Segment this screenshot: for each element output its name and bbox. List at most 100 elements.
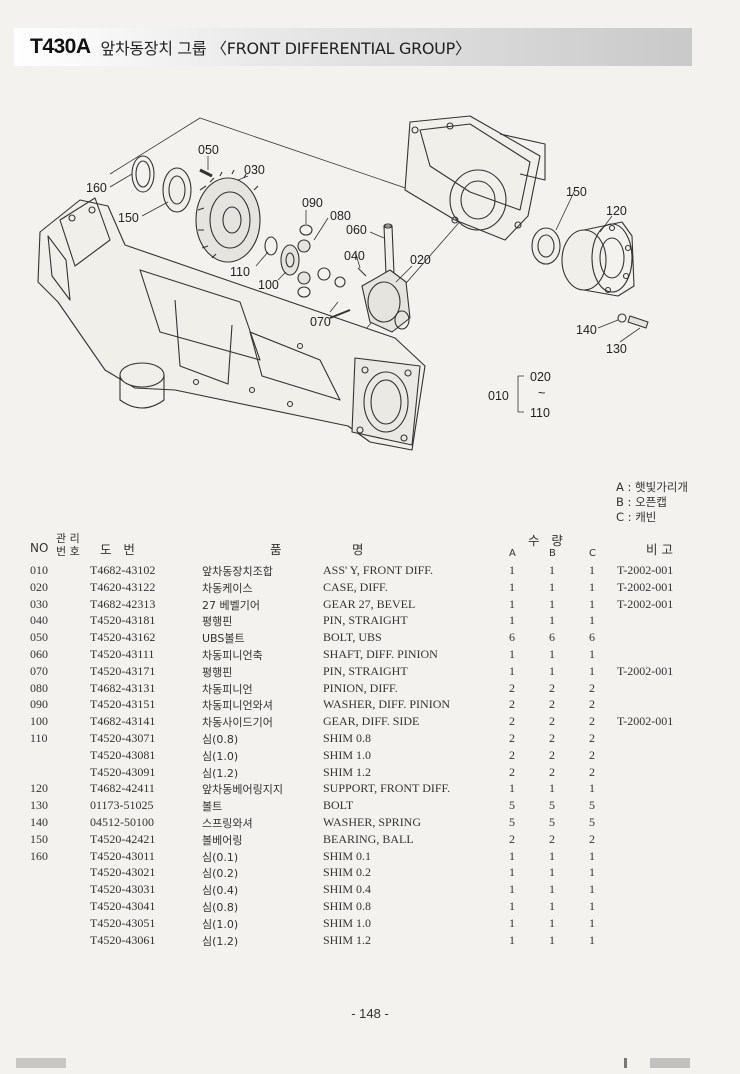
part-name-korean: 차동케이스	[202, 581, 253, 595]
exploded-parts-diagram: 050 030 160 150 090 080 060 040 020 110 …	[37, 115, 649, 451]
part-number: T4520-42421	[90, 831, 156, 846]
callout-070: 070	[310, 315, 331, 329]
header-mgmt-bottom: 번 호	[56, 545, 80, 558]
qty-b: 1	[549, 663, 555, 678]
row-no: 100	[30, 714, 48, 729]
part-name-english: WASHER, DIFF. PINION	[323, 697, 451, 712]
qty-a: 5	[509, 814, 515, 829]
qty-b: 2	[549, 680, 555, 695]
qty-a: 6	[509, 630, 515, 645]
qty-c: 1	[589, 613, 595, 628]
qty-b: 1	[549, 898, 555, 913]
callout-150-left: 150	[118, 211, 139, 225]
part-name-english: SUPPORT, FRONT DIFF.	[323, 781, 451, 796]
remarks: T-2002-001	[617, 714, 674, 729]
header-qty: 수 량	[528, 533, 563, 548]
header-no: NO	[30, 541, 49, 555]
part-number: T4520-43031	[90, 882, 156, 897]
part-number: T4620-43122	[90, 579, 156, 594]
axle-housing	[37, 197, 426, 451]
part-number: T4520-43061	[90, 932, 156, 947]
group-to: 110	[530, 406, 550, 420]
part-number: T4682-42411	[90, 781, 155, 796]
qty-a: 1	[509, 915, 515, 930]
qty-b: 1	[549, 915, 555, 930]
qty-b: 1	[549, 563, 555, 577]
group-from: 020	[530, 370, 551, 384]
part-number: T4520-43091	[90, 764, 156, 779]
qty-a: 2	[509, 764, 515, 779]
row-no: 150	[30, 831, 48, 846]
qty-b: 2	[549, 697, 555, 712]
qty-b: 6	[549, 630, 555, 645]
part-number: T4520-43171	[90, 663, 156, 678]
qty-a: 2	[509, 730, 515, 745]
qty-a: 1	[509, 848, 515, 863]
row-no: 030	[30, 596, 48, 611]
qty-a: 1	[509, 932, 515, 947]
part-number: 04512-50100	[90, 814, 154, 829]
part-name-korean: 스프링와셔	[202, 816, 253, 830]
part-number: T4682-43131	[90, 680, 156, 695]
qty-c: 1	[589, 898, 595, 913]
part-name-english: BOLT	[323, 798, 354, 813]
header-remarks: 비 고	[646, 542, 673, 557]
part-name-korean: 심(1.2)	[202, 934, 239, 948]
qty-a: 1	[509, 579, 515, 594]
row-no: 140	[30, 814, 48, 829]
part-number: T4520-43181	[90, 613, 156, 628]
qty-c: 2	[589, 714, 595, 729]
row-no: 040	[30, 613, 48, 628]
part-name-english: GEAR, DIFF. SIDE	[323, 714, 420, 729]
part-name-english: SHIM 1.2	[323, 764, 372, 779]
scan-artifact	[650, 1058, 690, 1068]
qty-b: 2	[549, 764, 555, 779]
qty-c: 1	[589, 646, 595, 661]
row-no: 110	[30, 730, 48, 745]
part-number: 01173-51025	[90, 798, 154, 813]
qty-c: 1	[589, 781, 595, 796]
callout-110: 110	[230, 265, 250, 279]
qty-c: 1	[589, 865, 595, 880]
legend-a: A : 햇빛가리개	[616, 480, 688, 494]
callout-labels: 050 030 160 150 090 080 060 040 020 110 …	[86, 143, 627, 420]
part-name-korean: 앞차동베어링지지	[202, 783, 283, 797]
header-name-left: 품	[270, 542, 282, 557]
remarks: T-2002-001	[617, 596, 674, 611]
part-number: T4520-43081	[90, 747, 156, 762]
part-name-english: SHIM 1.0	[323, 747, 372, 762]
part-number: T4682-43141	[90, 714, 156, 729]
qty-c: 2	[589, 730, 595, 745]
part-name-korean: UBS볼트	[202, 632, 245, 646]
qty-a: 1	[509, 596, 515, 611]
qty-c: 1	[589, 663, 595, 678]
callout-130: 130	[606, 342, 627, 356]
part-name-korean: 평행핀	[202, 665, 233, 679]
part-number: T4520-43011	[90, 848, 155, 863]
row-no: 080	[30, 680, 48, 695]
part-name-korean: 차동피니언와셔	[202, 699, 273, 713]
remarks: T-2002-001	[617, 579, 674, 594]
part-name-korean: 차동사이드기어	[202, 716, 273, 730]
qty-a: 1	[509, 865, 515, 880]
qty-a: 1	[509, 646, 515, 661]
remarks: T-2002-001	[617, 663, 674, 678]
qty-a: 1	[509, 882, 515, 897]
part-number: T4520-43051	[90, 915, 156, 930]
row-no: 160	[30, 848, 48, 863]
qty-b: 1	[549, 579, 555, 594]
part-name-korean: 심(0.8)	[202, 900, 239, 914]
title-bar: T430A 앞차동장치 그룹 〈FRONT DIFFERENTIAL GROUP…	[14, 28, 692, 66]
part-number: T4520-43151	[90, 697, 156, 712]
